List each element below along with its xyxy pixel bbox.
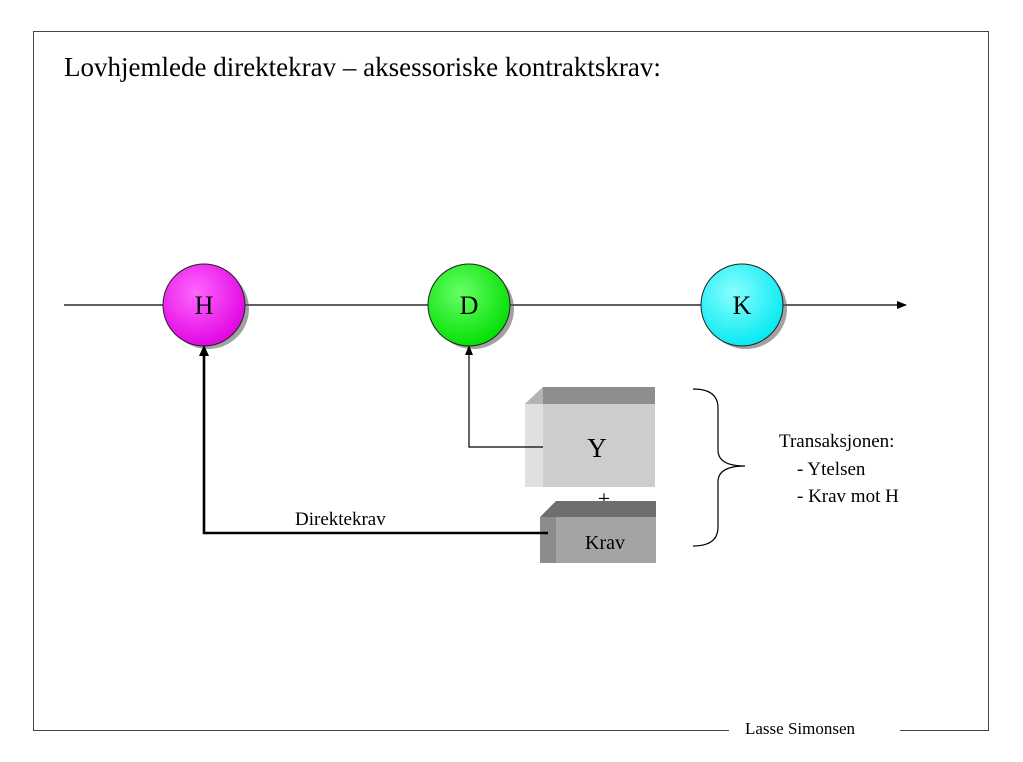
node-d-label: D (460, 291, 479, 320)
box-y-top-face (525, 387, 655, 404)
transaction-brace (692, 388, 746, 547)
box-y-left-face (525, 404, 543, 487)
frame-bottom-border (33, 730, 729, 731)
direktekrav-arrow (202, 354, 548, 535)
slide-title: Lovhjemlede direktekrav – aksessoriske k… (64, 52, 661, 82)
direktekrav-arrowhead (199, 345, 209, 356)
node-h-label: H (195, 291, 214, 320)
y-to-d-connector (468, 353, 543, 448)
frame-bottom-border-right (900, 730, 989, 731)
transaction-heading: Transaksjonen: (779, 431, 894, 452)
author-footer: Lasse Simonsen (745, 719, 856, 738)
frame-left-border (33, 31, 34, 731)
box-y: Y (525, 387, 655, 487)
node-k-label: K (733, 291, 752, 320)
box-krav-top-face (540, 501, 656, 517)
box-krav-left-face (540, 517, 556, 563)
y-to-d-arrowhead (465, 345, 473, 355)
direktekrav-label: Direktekrav (295, 509, 386, 530)
node-k-circle (700, 263, 784, 347)
box-y-front-face (543, 404, 655, 487)
transaction-item-ytelsen: - Ytelsen (797, 459, 866, 480)
frame-top-border (33, 31, 989, 32)
box-y-label: Y (587, 433, 607, 463)
box-krav: Krav (540, 501, 656, 563)
transaction-item-krav: - Krav mot H (797, 486, 899, 507)
box-krav-label: Krav (585, 532, 625, 554)
frame-right-border (988, 31, 989, 731)
box-krav-front-face (556, 517, 656, 563)
